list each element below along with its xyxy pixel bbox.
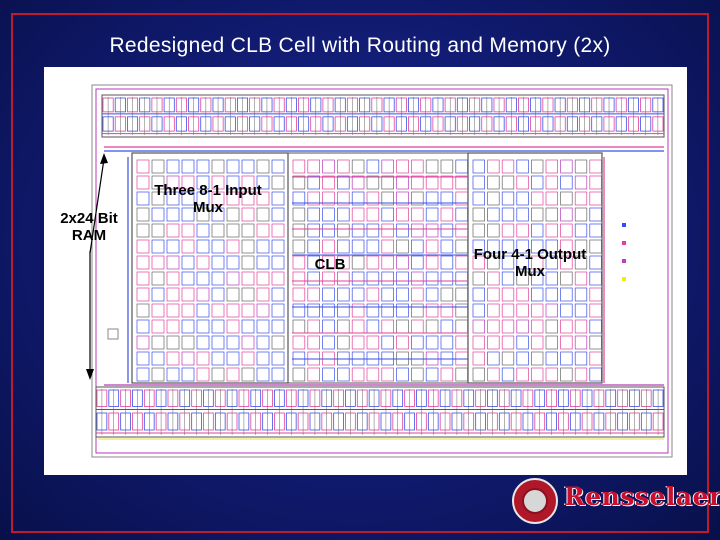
rensselaer-logo: Rensselaer — [512, 478, 720, 524]
slide-border — [11, 13, 709, 533]
layout-panel — [44, 67, 687, 475]
legend-label: M1 — [638, 216, 659, 234]
legend-item: M1 — [622, 216, 659, 234]
label-clb: CLB — [314, 256, 346, 273]
label-ram: 2x24 Bit RAM — [60, 210, 118, 244]
legend-swatch — [622, 223, 626, 227]
label-input-mux: Three 8-1 Input Mux — [154, 182, 262, 216]
metal-layer-legend: M1 M2 M3 M4 — [622, 216, 659, 288]
legend-swatch — [622, 241, 626, 245]
legend-label: M2 — [638, 234, 659, 252]
logo-text: Rensselaer — [564, 482, 720, 511]
label-output-mux: Four 4-1 Output Mux — [473, 246, 587, 280]
legend-swatch — [622, 259, 626, 263]
legend-item: M4 — [622, 270, 659, 288]
slide-title: Redesigned CLB Cell with Routing and Mem… — [109, 34, 611, 57]
legend-item: M3 — [622, 252, 659, 270]
seal-icon — [512, 478, 558, 524]
legend-item: M2 — [622, 234, 659, 252]
chip-layout-image — [86, 84, 673, 458]
legend-label: M4 — [638, 270, 659, 288]
legend-label: M3 — [638, 252, 659, 270]
legend-swatch — [622, 277, 626, 281]
